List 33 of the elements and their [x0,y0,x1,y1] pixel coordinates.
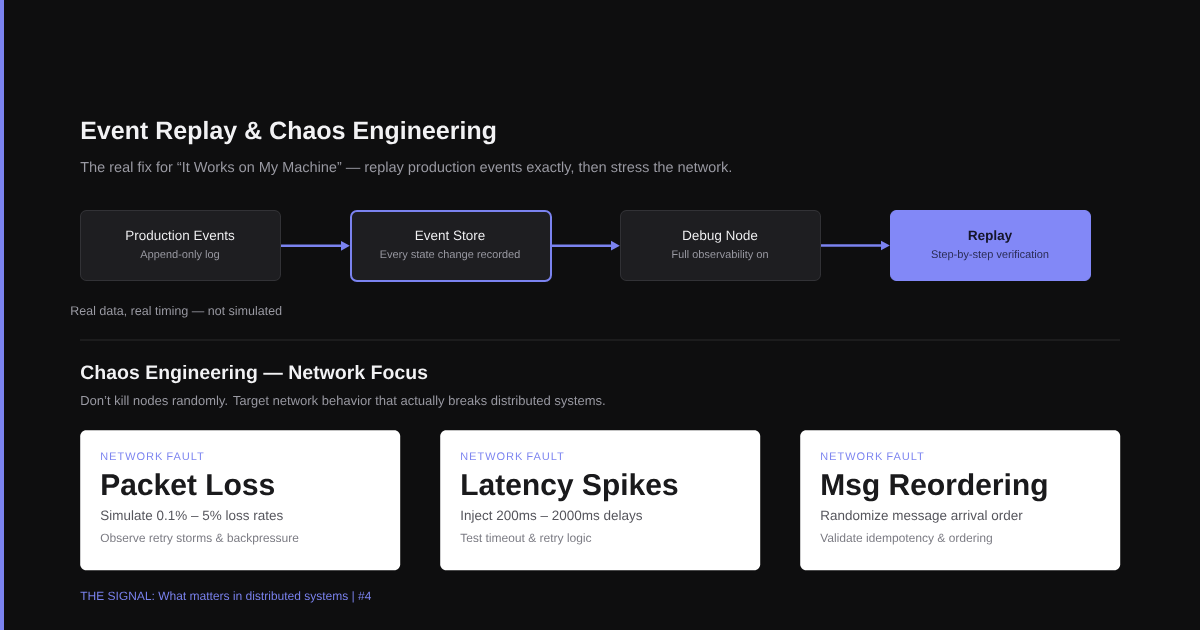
note-text: Real data, real timing — not simulated [71,305,282,318]
process-box [890,210,1091,281]
card-note: Observe retry storms & backpressure [100,533,299,545]
box-title: Replay [968,230,1013,243]
fault-card [80,430,401,571]
footer-text: THE SIGNAL: What matters in distributed systems | #4 [80,591,372,603]
process-box [620,210,821,281]
card-tag: NETWORK FAULT [821,452,924,461]
box-title: Debug Node [683,230,758,243]
fault-card [800,430,1121,571]
section-description: Don’t kill nodes randomly. Target network behavior that actually breaks distributed systems. [81,395,605,408]
process-box [80,210,281,281]
section-heading: Chaos Engineering — Network Focus [81,364,428,384]
subtitle: The real fix for “It Works on My Machine” — replay production events exactly, then stress the network. [80,161,732,175]
card-text: Randomize message arrival order [821,510,1023,523]
card-title: Packet Loss [102,473,274,496]
box-title: Production Events [126,230,235,241]
box-subtitle: Append-only log [140,250,219,261]
card-title: Msg Reordering [822,473,1047,502]
process-box [350,210,552,282]
card-text: Simulate 0.1% – 5% loss rates [100,510,283,521]
box-title: Event Store [415,230,485,241]
title: Event Replay & Chaos Engineering [81,120,496,145]
box-subtitle: Full observability on [672,250,768,261]
card-note: Validate idempotency & ordering [820,533,992,545]
box-subtitle: Step-by-step verification [931,250,1049,261]
card-title: Latency Spikes [462,473,678,502]
card-tag: NETWORK FAULT [461,452,564,461]
card-text: Inject 200ms – 2000ms delays [461,510,643,523]
box-subtitle: Every state change recorded [380,250,520,261]
card-tag: NETWORK FAULT [101,452,204,461]
card-note: Test timeout & retry logic [460,533,592,545]
fault-card [440,430,761,571]
